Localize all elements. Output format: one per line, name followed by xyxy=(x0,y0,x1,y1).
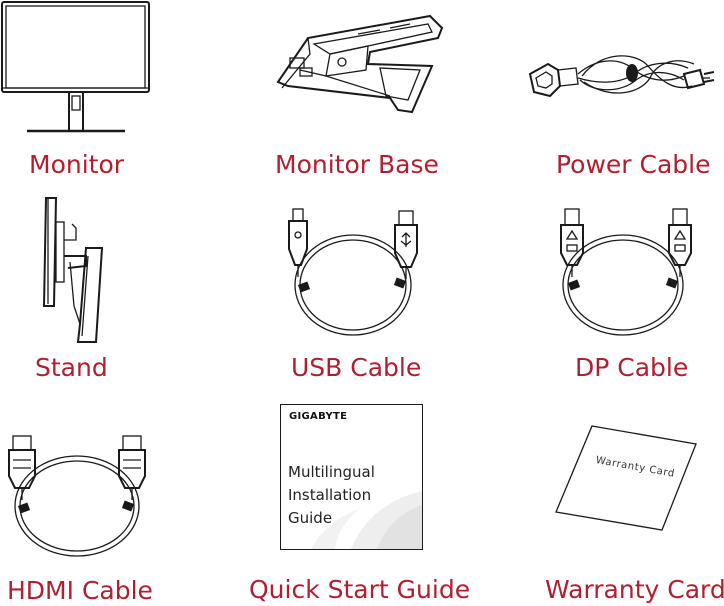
item-label-quick-start-guide: Quick Start Guide xyxy=(249,575,471,604)
hdmi-cable-icon xyxy=(8,435,146,557)
quick-start-guide-title: Multilingual Installation Guide xyxy=(288,461,375,530)
item-label-stand: Stand xyxy=(35,353,108,382)
quick-start-guide-icon: GIGABYTE Multilingual Installation Guide xyxy=(280,404,423,550)
warranty-card-text: Warranty Card xyxy=(595,455,676,480)
quick-start-guide-brand: GIGABYTE xyxy=(289,411,348,422)
monitor-base-icon xyxy=(276,14,444,114)
item-label-monitor: Monitor xyxy=(29,150,125,179)
stand-icon xyxy=(42,197,104,343)
power-cable-icon xyxy=(528,55,715,98)
item-label-hdmi-cable: HDMI Cable xyxy=(7,576,153,605)
quick-start-guide-line: Multilingual xyxy=(288,463,375,481)
usb-cable-icon xyxy=(288,208,418,336)
quick-start-guide-line: Guide xyxy=(288,509,333,527)
warranty-card-icon: Warranty Card xyxy=(555,425,697,531)
item-label-monitor-base: Monitor Base xyxy=(275,150,439,179)
item-label-dp-cable: DP Cable xyxy=(575,353,689,382)
monitor-icon xyxy=(1,1,150,133)
dp-cable-icon xyxy=(560,208,692,336)
item-label-power-cable: Power Cable xyxy=(556,150,711,179)
item-label-usb-cable: USB Cable xyxy=(291,353,422,382)
item-label-warranty-card: Warranty Card xyxy=(545,575,724,604)
quick-start-guide-line: Installation xyxy=(288,486,372,504)
